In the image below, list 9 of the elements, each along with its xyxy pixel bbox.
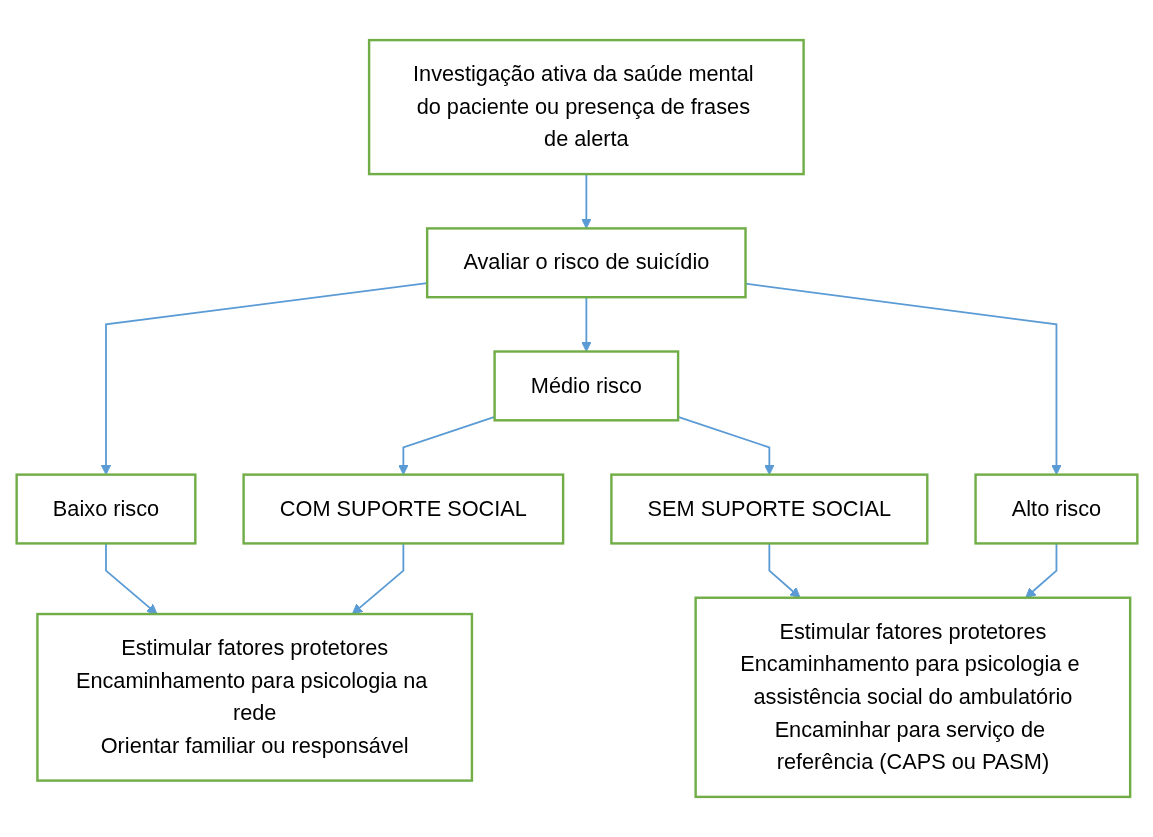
node-box: Alto risco (973, 473, 1139, 545)
node-box: Avaliar o risco de suicídio (425, 227, 747, 299)
node-box: Médio risco (492, 350, 679, 422)
node-box: Estimular fatores protetores Encaminhamento para psicologia na rede Orientar familiar ou responsável (35, 612, 473, 782)
node-box: Baixo risco (14, 473, 197, 545)
node-box: Investigação ativa da saúde mental do paciente ou presença de frases de alerta (367, 38, 805, 176)
node-box: Estimular fatores protetores Encaminhamento para psicologia e assistência social do ambulatório Encaminhar para serviço de referência (CAPS ou PASM) (693, 596, 1131, 799)
node-box: SEM SUPORTE SOCIAL (609, 473, 928, 545)
node-box: COM SUPORTE SOCIAL (241, 473, 564, 545)
